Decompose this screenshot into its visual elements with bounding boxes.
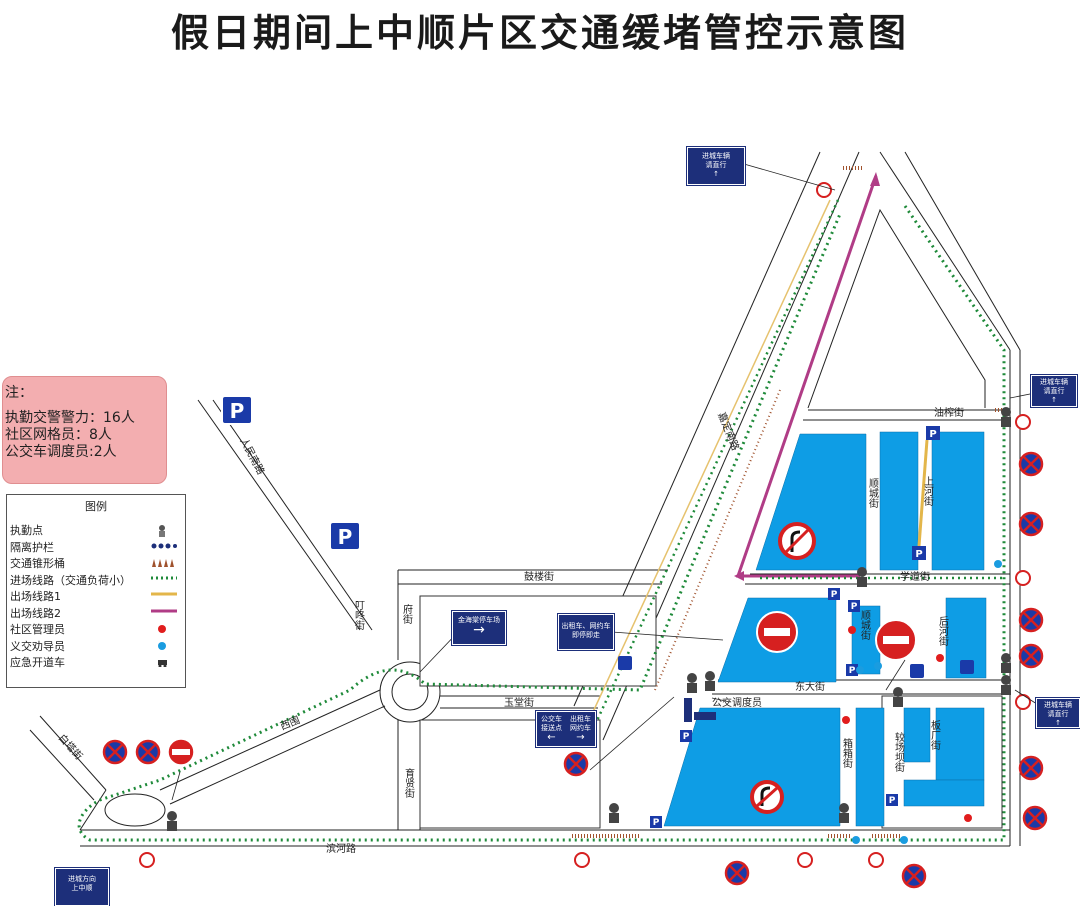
street-dingdong: 叮咚街 <box>353 600 365 631</box>
traffic-cone-icon <box>152 559 174 567</box>
legend-item: 进场线路（交通负荷小） <box>7 572 185 589</box>
legend-item: 社区管理员 <box>7 621 185 638</box>
sign-taxi-pickup: 出租车、网约车 即停即走 <box>557 613 615 651</box>
street-xiwei: 西围 <box>279 714 302 733</box>
turn-arrow-signs <box>618 656 974 678</box>
svg-text:P: P <box>929 429 936 440</box>
sign-bus-taxi-stops: 公交车 接送点 ← 出租车 网约车 → <box>535 710 597 748</box>
sign-top-straight: 进城车辆 请直行 ↑ <box>686 146 746 186</box>
street-shuncheng-lower: 顺城街 <box>859 610 871 641</box>
up-arrow-icon: ↑ <box>713 170 719 178</box>
legend-item: 交通锥形桶 <box>7 555 185 572</box>
street-yuxian: 育贤街 <box>403 767 415 799</box>
street-baita: 白塔街 <box>56 731 86 762</box>
street-renmin-south: 人民南路 <box>237 435 267 476</box>
parking-icon: P <box>338 525 353 549</box>
street-yutang: 玉堂街 <box>504 696 534 709</box>
street-binhe: 滨河路 <box>326 842 356 855</box>
volunteer-dots <box>852 560 1002 844</box>
svg-text:P: P <box>915 549 922 560</box>
street-shuncheng-upper: 顺城街 <box>867 478 879 509</box>
exit-route-1-line <box>917 439 929 547</box>
legend-item: 执勤点 <box>7 522 185 539</box>
street-shanghe: 上河街 <box>922 476 934 507</box>
note-grid-staff: 社区网格员：8人 <box>5 427 112 443</box>
police-officer-icons <box>167 407 1011 831</box>
map-title: 假日期间上中顺片区交通缓堵管控示意图 <box>170 11 909 55</box>
sign-right-upper-straight: 进城车辆 请直行 ↑ <box>1030 374 1078 408</box>
svg-text:P: P <box>889 796 896 806</box>
sign-jinhai-parking: 金海棠停车场 → <box>451 610 507 646</box>
no-parking-signs <box>102 451 1048 889</box>
svg-text:P: P <box>653 818 660 828</box>
street-xuedao: 学道街 <box>900 570 930 583</box>
note-bus-dispatcher: 公交车调度员:2人 <box>5 444 117 460</box>
right-arrow-icon: → <box>473 622 485 638</box>
street-xiangxiang: 箱箱街 <box>841 737 853 769</box>
street-youji: 油榨街 <box>934 406 964 419</box>
notes-heading: 注： <box>5 385 33 401</box>
callout-lines <box>171 163 1041 801</box>
sign-bottom-left-direction: 进城方向 上中顺 <box>54 867 110 906</box>
purple-line-icon <box>151 609 177 612</box>
sign-right-lower-straight: 进城车辆 请直行 ↑ <box>1035 697 1080 729</box>
svg-text:P: P <box>683 732 690 742</box>
legend-title: 图例 <box>85 500 107 513</box>
parking-signs: P P P P P P P P P P <box>221 395 940 828</box>
legend-item: 隔离护栏 <box>7 539 185 556</box>
street-banchang: 板厂街 <box>929 719 941 751</box>
legend-item: 出场线路2 <box>7 605 185 622</box>
svg-text:P: P <box>831 590 838 600</box>
street-dongda: 东大街 <box>795 680 825 693</box>
community-manager-dots <box>842 626 972 822</box>
bus-dispatcher-label: 公交调度员 <box>712 696 762 709</box>
map-legend: 图例 执勤点 隔离护栏 交通锥形桶 进场线路（交通负荷小） 出场线路1 出场线路… <box>6 494 186 688</box>
up-arrow-icon: ↑ <box>1055 719 1061 727</box>
red-dot-icon <box>158 625 166 633</box>
blue-dot-icon <box>158 641 166 650</box>
emergency-car-icon <box>158 660 167 667</box>
road-network <box>29 151 1021 847</box>
no-turn-signs <box>750 522 816 814</box>
svg-text:P: P <box>851 602 858 612</box>
left-arrow-icon: ← <box>547 732 556 743</box>
legend-item: 应急开道车 <box>7 654 185 671</box>
bus-dispatch-marker <box>684 698 692 722</box>
svg-text:P: P <box>849 666 856 676</box>
street-gulou: 鼓楼街 <box>524 570 554 583</box>
yellow-line-icon <box>151 592 177 596</box>
street-fu: 府街 <box>401 603 413 625</box>
entry-route-line <box>77 205 1006 842</box>
no-entry-signs <box>167 611 917 766</box>
parking-icon: P <box>230 399 245 423</box>
right-arrow-icon: → <box>576 732 585 743</box>
street-jiading-south: 嘉定南路 <box>715 410 742 452</box>
up-arrow-icon: ↑ <box>1051 396 1057 404</box>
green-dotted-line-icon <box>151 576 177 579</box>
street-houhe: 后河街 <box>937 616 949 647</box>
police-icon <box>159 525 165 537</box>
street-jiaochangba: 较场坝街 <box>893 731 905 773</box>
staffing-notes: 注： 执勤交警警力：16人 社区网格员：8人 公交车调度员:2人 <box>2 376 167 484</box>
barrier-dots-icon <box>151 543 177 548</box>
note-police: 执勤交警警力：16人 <box>5 410 135 426</box>
legend-item: 出场线路1 <box>7 588 185 605</box>
legend-item: 义交劝导员 <box>7 638 185 655</box>
